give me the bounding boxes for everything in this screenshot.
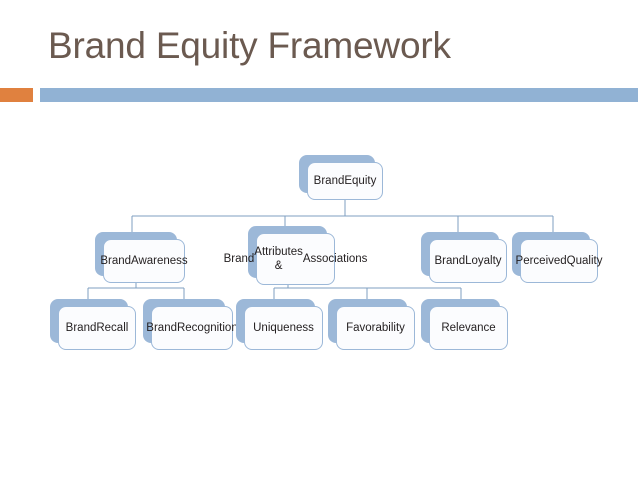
node-label-brand-loyalty: Brand Loyalty xyxy=(429,239,507,283)
node-text: Associations xyxy=(302,252,368,265)
node-text: Brand xyxy=(146,321,177,334)
node-text: Uniqueness xyxy=(253,321,314,334)
node-text: Brand xyxy=(65,321,97,334)
node-label-brand-recognition: Brand Recognition xyxy=(146,306,238,350)
node-text: Attributes & xyxy=(254,245,303,272)
node-text: Quality xyxy=(566,254,603,267)
divider-bar xyxy=(40,88,638,102)
node-text: Perceived xyxy=(515,254,567,267)
accent-block xyxy=(0,88,33,102)
page-title: Brand Equity Framework xyxy=(48,25,451,66)
node-label-brand-recall: Brand Recall xyxy=(58,306,136,350)
node-label-brand-equity: Brand Equity xyxy=(307,162,383,200)
node-text: Relevance xyxy=(441,321,496,334)
node-label-relevance: Relevance xyxy=(429,306,508,350)
node-text: Brand xyxy=(223,252,255,265)
node-brand-attributes-associations[interactable]: Brand Attributes & Associations xyxy=(224,226,367,285)
node-brand-recall[interactable]: Brand Recall xyxy=(50,299,136,350)
node-text: Favorability xyxy=(346,321,405,334)
node-perceived-quality[interactable]: Perceived Quality xyxy=(512,232,602,283)
node-brand-equity[interactable]: Brand Equity xyxy=(299,155,383,200)
node-text: Brand xyxy=(100,254,131,267)
node-favorability[interactable]: Favorability xyxy=(328,299,415,350)
node-relevance[interactable]: Relevance xyxy=(421,299,508,350)
node-label-uniqueness: Uniqueness xyxy=(244,306,323,350)
node-text: Loyalty xyxy=(465,254,502,267)
node-brand-loyalty[interactable]: Brand Loyalty xyxy=(421,232,507,283)
node-text: Brand xyxy=(434,254,466,267)
node-text: Brand xyxy=(313,174,345,187)
node-brand-recognition[interactable]: Brand Recognition xyxy=(143,299,238,350)
node-text: Awareness xyxy=(131,254,188,267)
node-brand-awareness[interactable]: Brand Awareness xyxy=(95,232,188,283)
node-text: Recognition xyxy=(176,321,238,334)
node-uniqueness[interactable]: Uniqueness xyxy=(236,299,323,350)
node-label-brand-attributes-associations: Brand Attributes & Associations xyxy=(224,233,367,285)
node-label-perceived-quality: Perceived Quality xyxy=(516,239,602,283)
node-label-favorability: Favorability xyxy=(336,306,415,350)
node-text: Equity xyxy=(344,174,377,187)
node-label-brand-awareness: Brand Awareness xyxy=(100,239,188,283)
node-text: Recall xyxy=(96,321,129,334)
title-divider xyxy=(0,88,638,102)
